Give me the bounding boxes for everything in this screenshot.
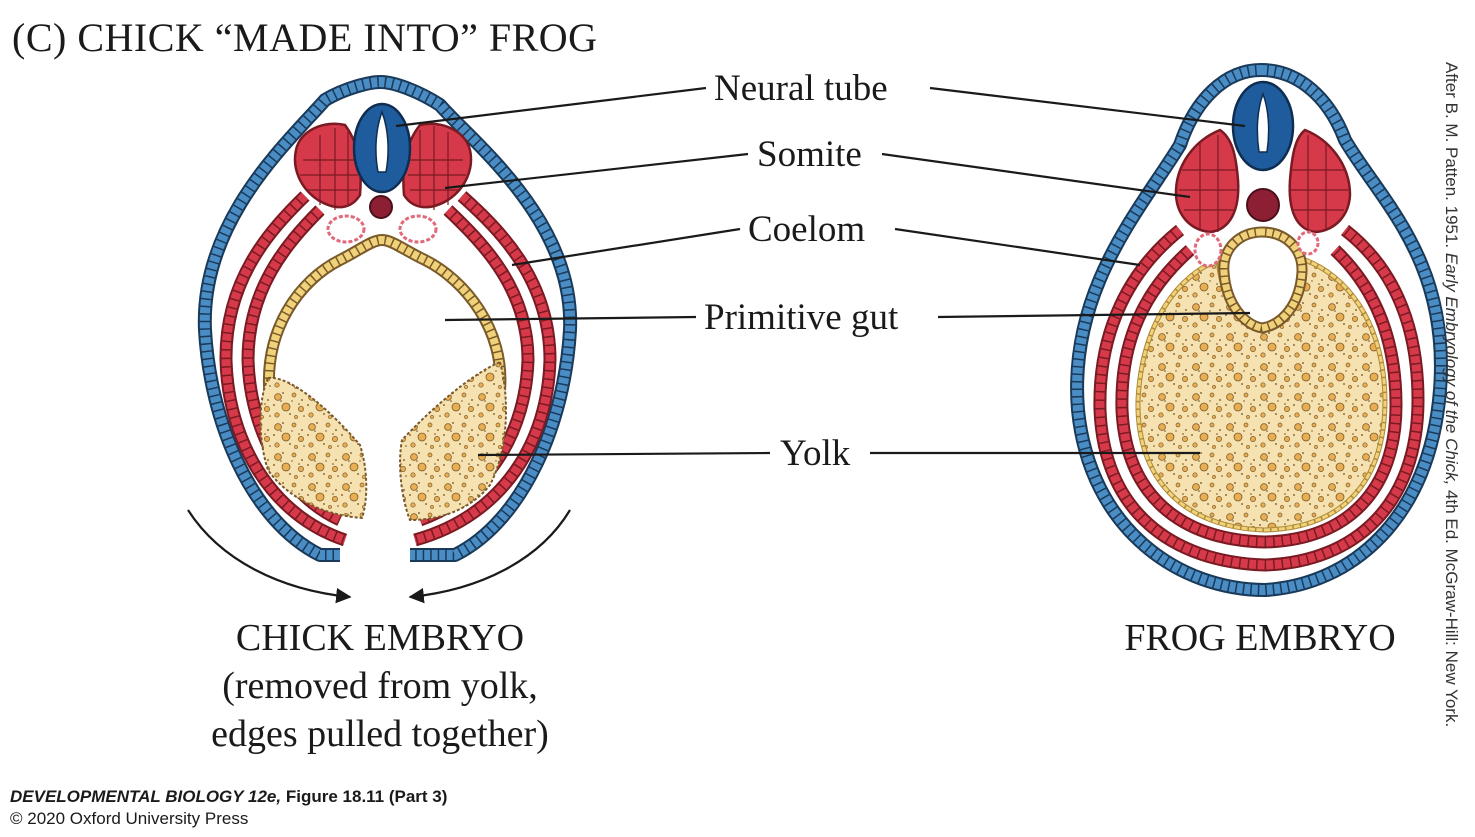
chick-yolk-left [259, 376, 368, 520]
chick-caption-line-1: CHICK EMBRYO [235, 617, 525, 659]
leader-yolk-chick [477, 451, 771, 457]
leader-neural-tube-chick [395, 86, 707, 128]
frog-notochord [1246, 188, 1280, 222]
credit-book-title: DEVELOPMENTAL BIOLOGY 12e, [10, 787, 282, 806]
chick-arrow-left [187, 509, 352, 604]
frog-coelom-right [1296, 230, 1320, 256]
label-yolk: Yolk [780, 433, 851, 474]
figure-credit: DEVELOPMENTAL BIOLOGY 12e, Figure 18.11 … [10, 786, 447, 830]
attribution-suffix: 4th Ed. McGraw-Hill: New York. [1442, 485, 1461, 728]
frog-somite-left [1174, 128, 1240, 234]
leader-coelom-frog [894, 227, 1141, 267]
chick-embryo-diagram [187, 75, 578, 604]
chick-notochord [369, 195, 393, 219]
chick-embryo-caption: CHICK EMBRYO (removed from yolk, edges p… [180, 614, 580, 758]
label-neural-tube: Neural tube [714, 68, 888, 109]
attribution-prefix: After B. M. Patten. 1951. [1442, 62, 1461, 253]
leader-gut-chick [444, 315, 697, 322]
frog-embryo-diagram [1070, 62, 1448, 598]
chick-caption-line-3: edges pulled together) [211, 713, 549, 755]
credit-figure-number: Figure 18.11 (Part 3) [285, 787, 448, 806]
leader-coelom-chick [511, 227, 741, 267]
label-somite: Somite [757, 134, 862, 175]
figure-title: (C) CHICK “MADE INTO” FROG [12, 15, 598, 60]
frog-embryo-caption: FROG EMBRYO [1124, 617, 1396, 659]
source-attribution: After B. M. Patten. 1951. Early Embryolo… [1441, 62, 1461, 727]
label-primitive-gut: Primitive gut [704, 297, 899, 338]
leader-somite-frog [881, 152, 1191, 199]
chick-arrow-right [408, 509, 571, 604]
chick-coelom-right [398, 214, 438, 244]
chick-yolk-right [399, 360, 507, 522]
leader-lines [395, 86, 1251, 457]
frog-somite-right [1288, 128, 1352, 234]
label-coelom: Coelom [748, 209, 866, 250]
chick-somite-left [293, 122, 362, 209]
attribution-book-title: Early Embryology of the Chick, [1442, 252, 1461, 486]
leader-gut-frog [937, 311, 1251, 319]
leader-neural-tube-frog [929, 86, 1246, 128]
chick-caption-line-2: (removed from yolk, [222, 665, 538, 707]
chick-somite-right [402, 122, 473, 209]
credit-copyright: © 2020 Oxford University Press [10, 809, 249, 828]
frog-coelom-left [1193, 232, 1223, 268]
chick-coelom-left [326, 214, 366, 244]
leader-somite-chick [444, 152, 749, 190]
